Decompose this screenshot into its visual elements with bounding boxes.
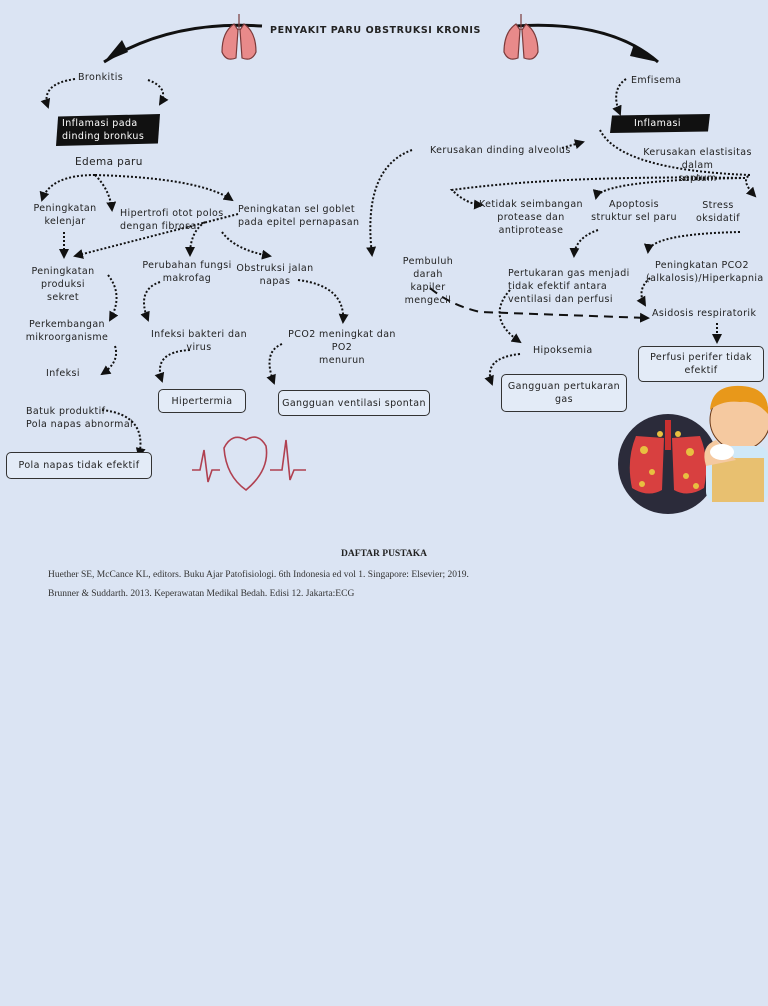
node-perkembangan: Perkembangan mikroorganisme xyxy=(25,319,109,343)
diagram-title: PENYAKIT PARU OBSTRUKSI KRONIS xyxy=(270,25,481,36)
lung-icon-right xyxy=(503,14,539,60)
node-stress: Stress oksidatif xyxy=(695,200,741,224)
node-perfusi: Perfusi perifer tidak efektif xyxy=(638,346,764,382)
node-hipertermia: Hipertermia xyxy=(158,389,246,413)
node-kerusakan-alveolus: Kerusakan dinding alveolus xyxy=(430,145,571,156)
node-peningkatan-goblet: Peningkatan sel goblet pada epitel perna… xyxy=(238,204,360,228)
lung-icon-left xyxy=(221,14,257,60)
header-arrows xyxy=(103,23,659,64)
node-emfisema: Emfisema xyxy=(631,75,682,86)
lungs-illustration xyxy=(618,414,718,514)
node-ketidakseimbangan: Ketidak seimbangan protease dan antiprot… xyxy=(479,199,583,236)
node-hipertrofi: Hipertrofi otot polos dengan fibrosa xyxy=(120,208,224,232)
heartbeat-icon xyxy=(192,436,306,492)
node-gangguan-ventilasi: Gangguan ventilasi spontan xyxy=(278,390,430,416)
references-title: DAFTAR PUSTAKA xyxy=(341,549,427,559)
node-apoptosis: Apoptosis struktur sel paru xyxy=(591,199,677,223)
coughing-boy-illustration xyxy=(704,385,768,502)
reference-item: Huether SE, McCance KL, editors. Buku Aj… xyxy=(48,570,469,580)
node-produksi-sekret: Peningkatan produksi sekret xyxy=(31,266,95,303)
node-edema-paru: Edema paru xyxy=(75,156,143,168)
node-peningkatan-pco2: Peningkatan PCO2 (alkalosis)/Hiperkapnia xyxy=(646,260,764,284)
node-pola-napas: Pola napas tidak efektif xyxy=(6,452,152,479)
node-bronkitis: Bronkitis xyxy=(78,72,124,83)
node-gangguan-pertukaran: Gangguan pertukaran gas xyxy=(501,374,627,412)
node-pco2-po2: PCO2 meningkat dan PO2 menurun xyxy=(288,329,396,366)
node-pertukaran-gas: Pertukaran gas menjadi tidak efektif ant… xyxy=(508,268,630,305)
node-batuk: Batuk produktif Pola napas abnormal xyxy=(26,406,134,430)
node-infeksi-bakteri: Infeksi bakteri dan virus xyxy=(150,329,248,353)
node-pembuluh-darah: Pembuluh darah kapiler mengecil xyxy=(402,256,454,306)
node-peningkatan-kelenjar: Peningkatan kelenjar xyxy=(33,203,97,227)
node-obstruksi: Obstruksi jalan napas xyxy=(236,263,314,287)
node-hipoksemia: Hipoksemia xyxy=(533,345,593,356)
node-infeksi: Infeksi xyxy=(46,368,80,379)
node-inflamasi: Inflamasi xyxy=(610,114,710,133)
node-inflamasi-bronkus: Inflamasi pada dinding bronkus xyxy=(56,114,160,146)
node-kerusakan-elastisitas: Kerusakan elastisitas dalam septum xyxy=(643,147,752,184)
node-asidosis: Asidosis respiratorik xyxy=(652,308,757,319)
node-perubahan-makrofag: Perubahan fungsi makrofag xyxy=(142,260,232,284)
reference-item: Brunner & Suddarth. 2013. Keperawatan Me… xyxy=(48,589,355,599)
